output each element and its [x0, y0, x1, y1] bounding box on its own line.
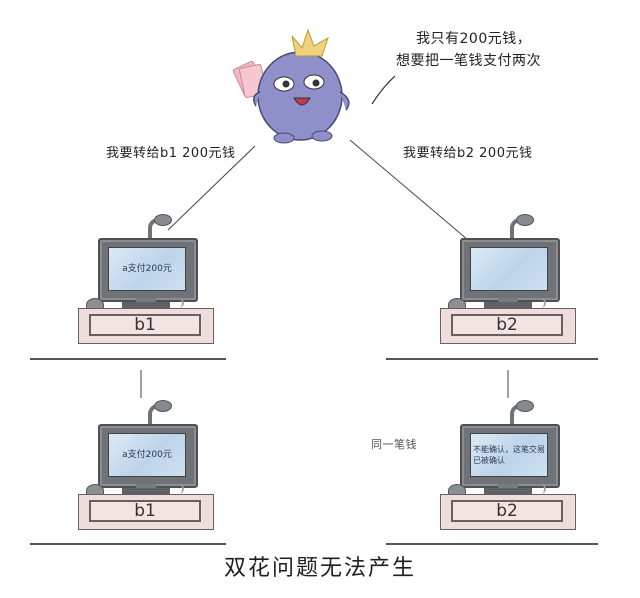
node-label: b1: [89, 500, 201, 522]
floor-line: [386, 358, 598, 360]
mascot-icon: [232, 28, 350, 144]
cable: [536, 298, 546, 308]
speech-pointer: [371, 75, 396, 105]
speech-line-2: 想要把一笔钱支付两次: [396, 53, 541, 69]
microphone-icon: [154, 214, 172, 226]
monitor-base: [122, 488, 170, 494]
same-money-label: 同一笔钱: [371, 438, 417, 451]
monitor: [460, 238, 560, 302]
desk: b2: [440, 494, 576, 530]
cable: [536, 484, 546, 494]
desk: b1: [78, 494, 214, 530]
screen-text: a支付200元: [108, 433, 186, 477]
screen-text: 不能确认，这笔交易已被确认: [470, 433, 548, 477]
screen-text: a支付200元: [108, 247, 186, 291]
floor-line: [30, 543, 226, 545]
speech-bubble: 我只有200元钱， 想要把一笔钱支付两次: [396, 28, 541, 72]
microphone-icon: [516, 214, 534, 226]
node-label: b2: [451, 314, 563, 336]
monitor: a支付200元: [98, 424, 198, 488]
request-to-b2: 我要转给b2 200元钱: [403, 146, 533, 161]
microphone-icon: [516, 400, 534, 412]
monitor-base: [122, 302, 170, 308]
monitor-base: [484, 488, 532, 494]
node-label: b2: [451, 500, 563, 522]
node-b2-bottom: 不能确认，这笔交易已被确认 b2: [440, 400, 576, 530]
monitor-base: [484, 302, 532, 308]
floor-line: [30, 358, 226, 360]
desk: b2: [440, 308, 576, 344]
floor-line: [386, 543, 598, 545]
cable: [174, 484, 184, 494]
node-b1-top: a支付200元 b1: [78, 214, 214, 344]
monitor: 不能确认，这笔交易已被确认: [460, 424, 560, 488]
microphone-icon: [154, 400, 172, 412]
cable: [174, 298, 184, 308]
monitor: a支付200元: [98, 238, 198, 302]
desk: b1: [78, 308, 214, 344]
screen-text: [470, 247, 548, 291]
speech-line-1: 我只有200元钱，: [416, 31, 532, 47]
node-label: b1: [89, 314, 201, 336]
node-b1-bottom: a支付200元 b1: [78, 400, 214, 530]
node-b2-top: b2: [440, 214, 576, 344]
mascot-character: [232, 26, 362, 146]
request-to-b1: 我要转给b1 200元钱: [106, 146, 236, 161]
diagram-caption: 双花问题无法产生: [224, 556, 417, 581]
